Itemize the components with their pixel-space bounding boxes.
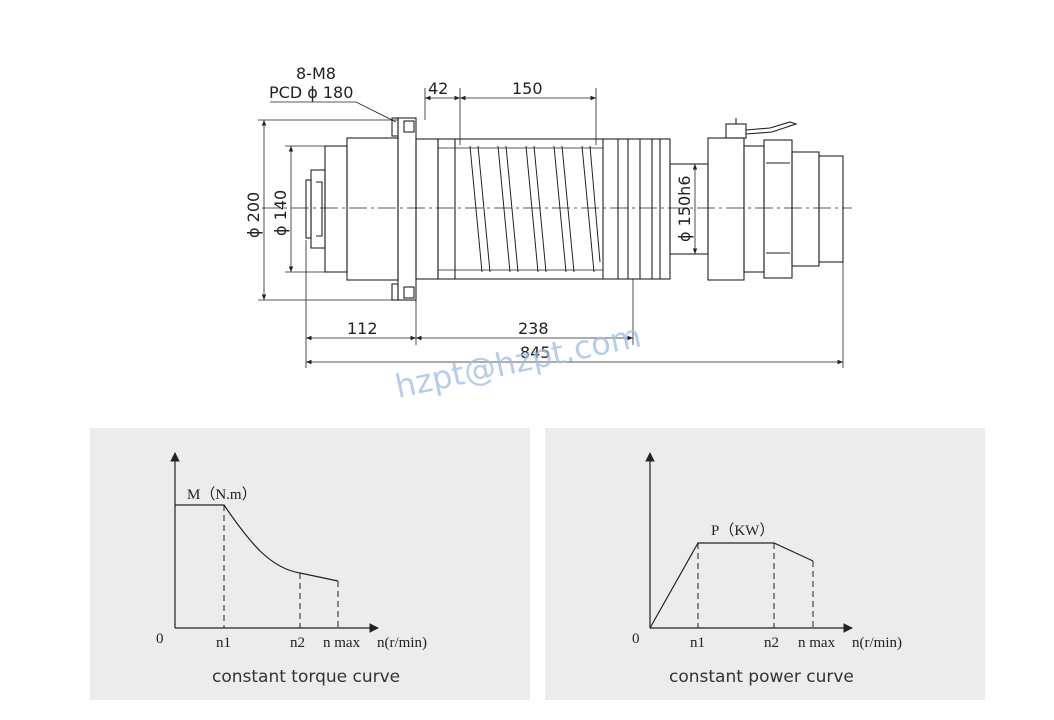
torque-chart: 0 M（N.m） n1 n2 n max n(r/min) constant t… — [156, 452, 427, 687]
tick-n1: n1 — [690, 635, 705, 651]
dim-phi-200: ϕ 200 — [244, 192, 263, 238]
chart-caption: constant torque curve — [212, 667, 400, 687]
dim-238: 238 — [518, 319, 549, 338]
cooling-spiral — [469, 145, 601, 273]
callout-pcd: PCD ϕ 180 — [269, 83, 353, 102]
tick-n1: n1 — [216, 635, 231, 651]
dim-112: 112 — [347, 319, 378, 338]
torque-chart-panel: 0 M（N.m） n1 n2 n max n(r/min) constant t… — [90, 428, 530, 700]
power-chart-panel: 0 P（KW） n1 n2 n max n(r/min) constant po… — [545, 428, 985, 700]
dim-42: 42 — [428, 79, 448, 98]
dim-phi-150h6: ϕ 150h6 — [675, 176, 694, 243]
power-curve — [649, 542, 814, 629]
dim-845: 845 — [520, 343, 551, 362]
flange-callout: 8-M8 PCD ϕ 180 — [269, 64, 397, 123]
tick-n2: n2 — [764, 635, 779, 651]
origin-label: 0 — [156, 631, 164, 647]
power-chart: 0 P（KW） n1 n2 n max n(r/min) constant po… — [632, 452, 902, 687]
torque-curve — [175, 504, 339, 582]
left-dimensions — [258, 119, 398, 301]
tick-n2: n2 — [290, 635, 305, 651]
top-dimensions — [424, 88, 597, 145]
callout-thread: 8-M8 — [296, 64, 336, 83]
tick-nmax: n max — [798, 635, 836, 651]
bottom-dimensions — [305, 240, 844, 368]
y-axis-label: M（N.m） — [187, 486, 257, 503]
dim-phi-140: ϕ 140 — [271, 190, 290, 236]
dim-150: 150 — [512, 79, 543, 98]
chart-caption: constant power curve — [669, 667, 854, 687]
tick-nmax: n max — [323, 635, 361, 651]
x-axis-label: n(r/min) — [852, 635, 902, 651]
x-axis-label: n(r/min) — [377, 635, 427, 651]
spindle-body — [262, 117, 852, 301]
y-axis-label: P（KW） — [711, 522, 774, 539]
origin-label: 0 — [632, 631, 640, 647]
